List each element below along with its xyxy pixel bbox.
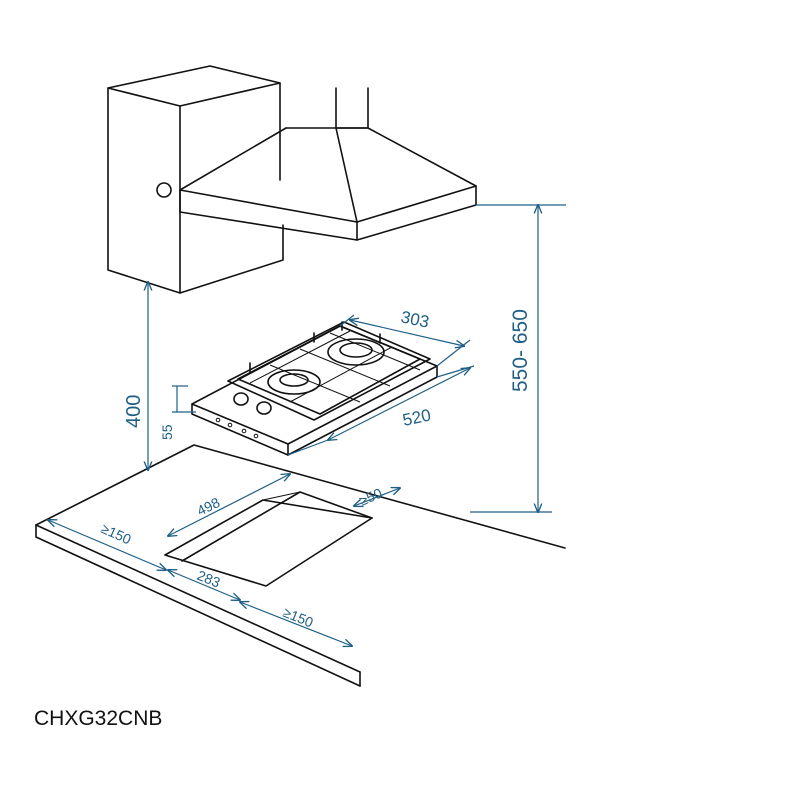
dimension-lines <box>48 205 566 646</box>
dim-label-hob-width: 520 <box>401 405 433 429</box>
dim-label-min-front-gap: ≥150 <box>281 604 316 631</box>
gas-hob <box>191 321 438 456</box>
dim-label-hob-depth: 303 <box>399 307 431 331</box>
worktop <box>35 444 566 687</box>
dim-label-hood-height: 550- 650 <box>509 309 532 392</box>
dim-label-cutout-depth: 283 <box>195 567 223 591</box>
dim-label-cutout-width: 498 <box>194 494 222 519</box>
cooker-hood <box>179 87 477 241</box>
wall-cabinet <box>107 65 284 294</box>
dim-label-min-rear-gap: ≥50 <box>357 485 385 509</box>
model-label: CHXG32CNB <box>34 707 163 730</box>
dim-label-hob-height: 55 <box>159 424 175 440</box>
dim-label-clearance: 400 <box>123 395 145 428</box>
